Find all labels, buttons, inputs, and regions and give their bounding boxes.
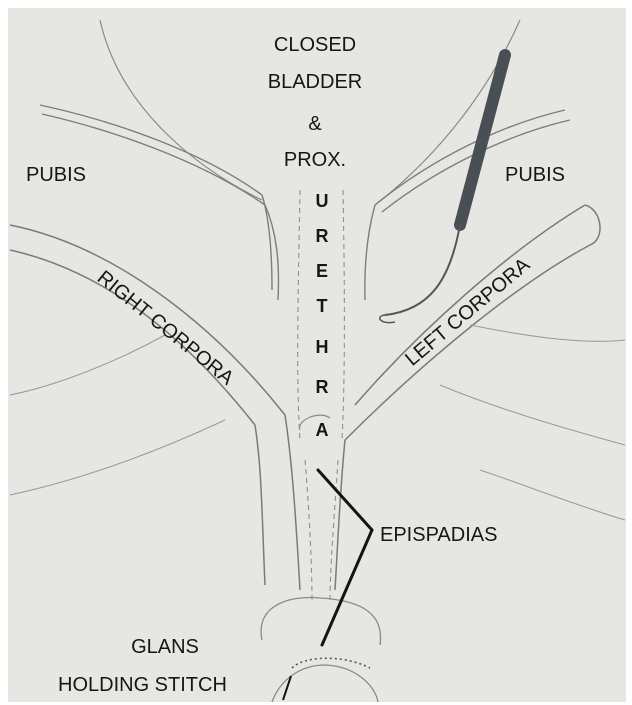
label-top-line4: PROX.	[250, 148, 380, 173]
urethra-letter-4: T	[312, 296, 332, 316]
label-top-line3: &	[250, 112, 380, 137]
label-pubis-left: PUBIS	[26, 163, 86, 188]
label-top-line1: CLOSED	[250, 33, 380, 58]
urethra-letter-5: H	[312, 337, 332, 357]
label-holding-stitch: HOLDING STITCH	[58, 673, 227, 698]
label-pubis-right: PUBIS	[505, 163, 565, 188]
label-glans: GLANS	[90, 635, 240, 660]
urethra-letter-3: E	[312, 261, 332, 281]
urethra-letter-1: U	[312, 191, 332, 211]
label-epispadias: EPISPADIAS	[380, 523, 497, 548]
label-top-line2: BLADDER	[250, 70, 380, 95]
urethra-letter-6: R	[312, 377, 332, 397]
urethra-letter-2: R	[312, 226, 332, 246]
urethra-letter-7: A	[312, 420, 332, 440]
